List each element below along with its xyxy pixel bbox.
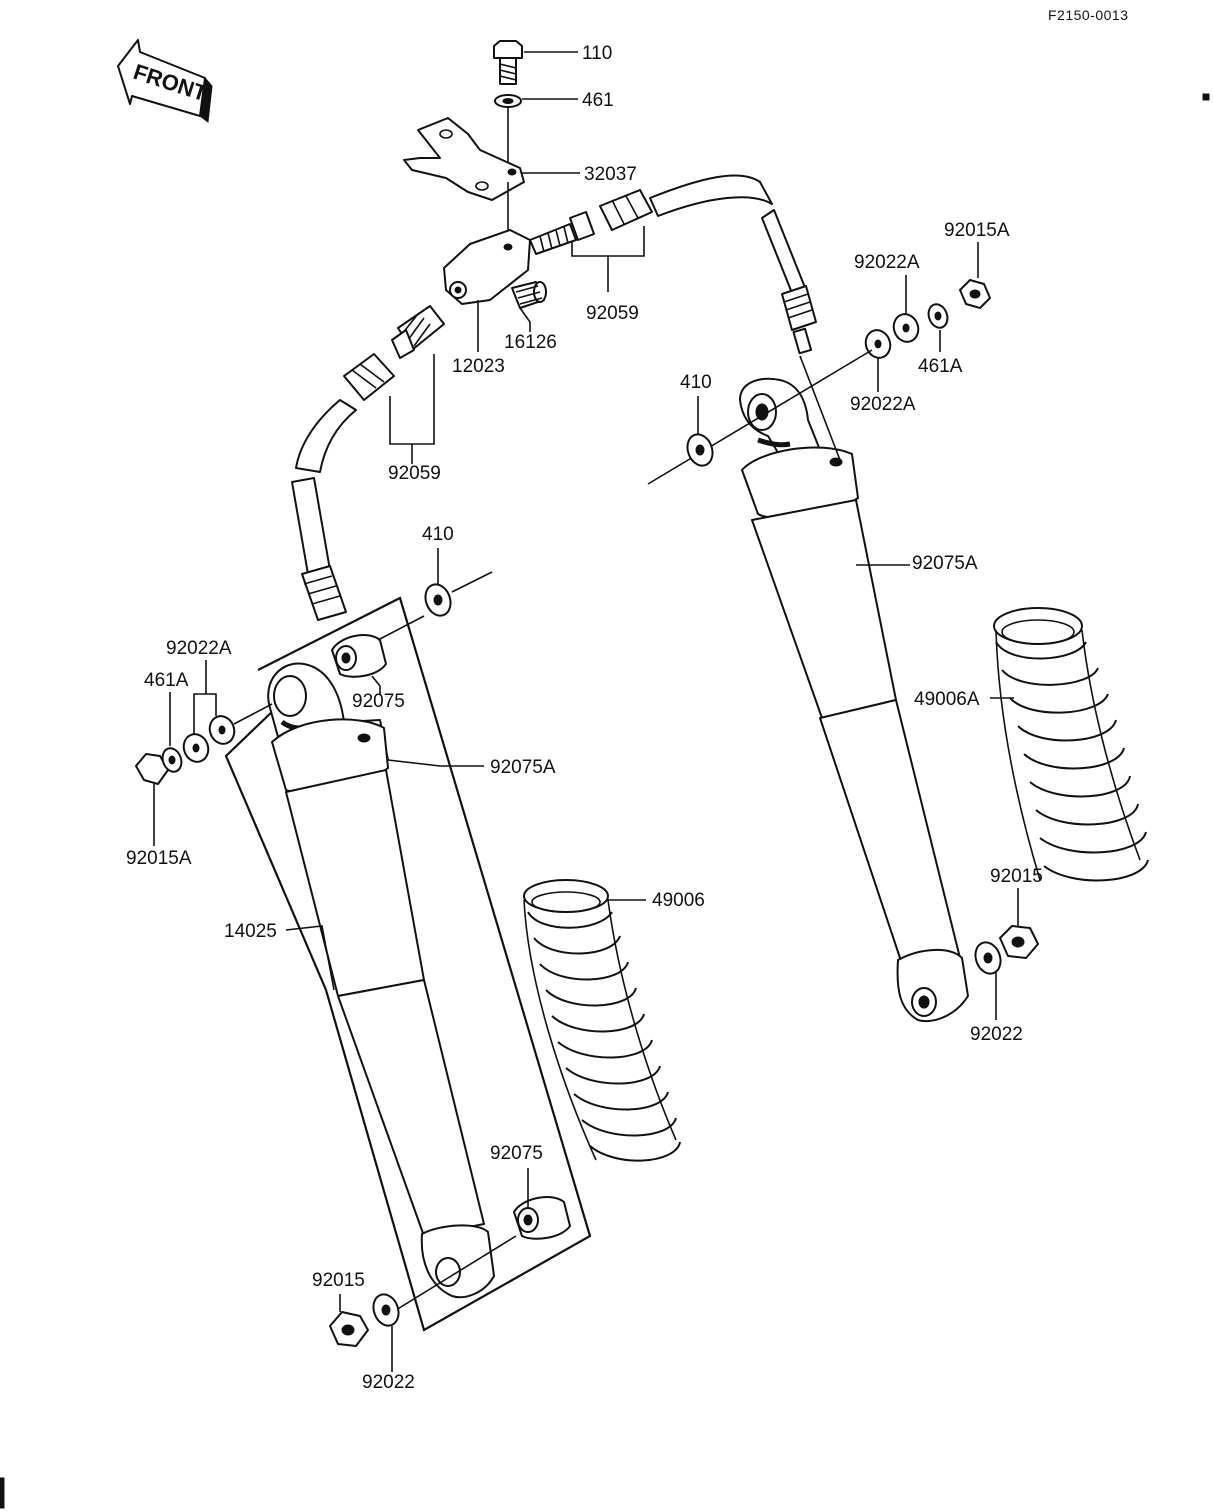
dust-cover-49006A — [993, 607, 1149, 882]
junction-block-12023 — [443, 229, 531, 305]
nut-92015-left — [329, 1311, 369, 1347]
label-410-left: 410 — [422, 524, 454, 545]
bolt-110 — [493, 40, 523, 85]
label-92075A-left: 92075A — [490, 757, 556, 778]
label-461: 461 — [582, 90, 614, 111]
nut-92015A-right — [959, 279, 991, 309]
shock-absorber-right — [739, 377, 969, 1023]
label-92022-right: 92022 — [970, 1024, 1023, 1045]
label-14025: 14025 — [224, 921, 277, 942]
washer-92022A-left-b — [208, 715, 236, 745]
front-arrow-icon: FRONT — [117, 39, 213, 123]
label-92075A-right: 92075A — [912, 553, 978, 574]
bushing-92075-left-top — [331, 634, 387, 678]
washer-92022-right — [974, 941, 1002, 975]
label-49006A: 49006A — [914, 689, 980, 710]
label-92015-left: 92015 — [312, 1270, 365, 1291]
bracket-32037 — [403, 117, 525, 201]
label-92022A-left: 92022A — [166, 638, 232, 659]
label-461A-right: 461A — [918, 356, 963, 377]
scan-mark-edge — [0, 1477, 5, 1509]
label-16126: 16126 — [504, 332, 557, 353]
plug-16126 — [511, 281, 547, 309]
bushing-92075-left-bottom — [513, 1196, 571, 1240]
label-92075-left-bottom: 92075 — [490, 1143, 543, 1164]
label-92022A-right-top: 92022A — [854, 252, 920, 273]
washer-92022A-right-a — [892, 313, 920, 343]
label-410-right: 410 — [680, 372, 712, 393]
washer-461 — [494, 94, 522, 108]
label-92015A-left: 92015A — [126, 848, 192, 869]
assembly-bracket-outline — [224, 596, 592, 1332]
washer-410-left — [424, 583, 452, 617]
diagram-code: F2150-0013 — [1048, 7, 1129, 23]
label-92059-left: 92059 — [388, 463, 441, 484]
label-49006: 49006 — [652, 890, 705, 911]
label-461A-left: 461A — [144, 670, 189, 691]
washer-92022A-left-a — [182, 733, 210, 763]
washer-461A-left — [161, 747, 183, 773]
label-92022A-right-bottom: 92022A — [850, 394, 916, 415]
label-110: 110 — [582, 43, 612, 64]
label-92075-left-top: 92075 — [352, 691, 405, 712]
label-92059-top: 92059 — [586, 303, 639, 324]
fitting-92059-top — [529, 189, 653, 255]
scan-mark — [1202, 93, 1210, 101]
washer-461A-right — [927, 303, 949, 329]
label-32037: 32037 — [584, 164, 637, 185]
washer-410-right — [686, 433, 714, 467]
washer-92022A-right-b — [864, 329, 892, 359]
label-92015-right: 92015 — [990, 866, 1043, 887]
label-92022-left: 92022 — [362, 1372, 415, 1393]
nut-92015-right — [999, 925, 1039, 959]
dust-cover-49006 — [523, 879, 681, 1162]
label-92015A-right: 92015A — [944, 220, 1010, 241]
shock-absorber-left — [267, 662, 495, 1299]
fitting-92059-left — [343, 305, 445, 401]
hose-left — [291, 399, 357, 621]
washer-92022-left — [372, 1293, 400, 1327]
label-12023: 12023 — [452, 356, 505, 377]
hose-top-right — [649, 174, 817, 355]
